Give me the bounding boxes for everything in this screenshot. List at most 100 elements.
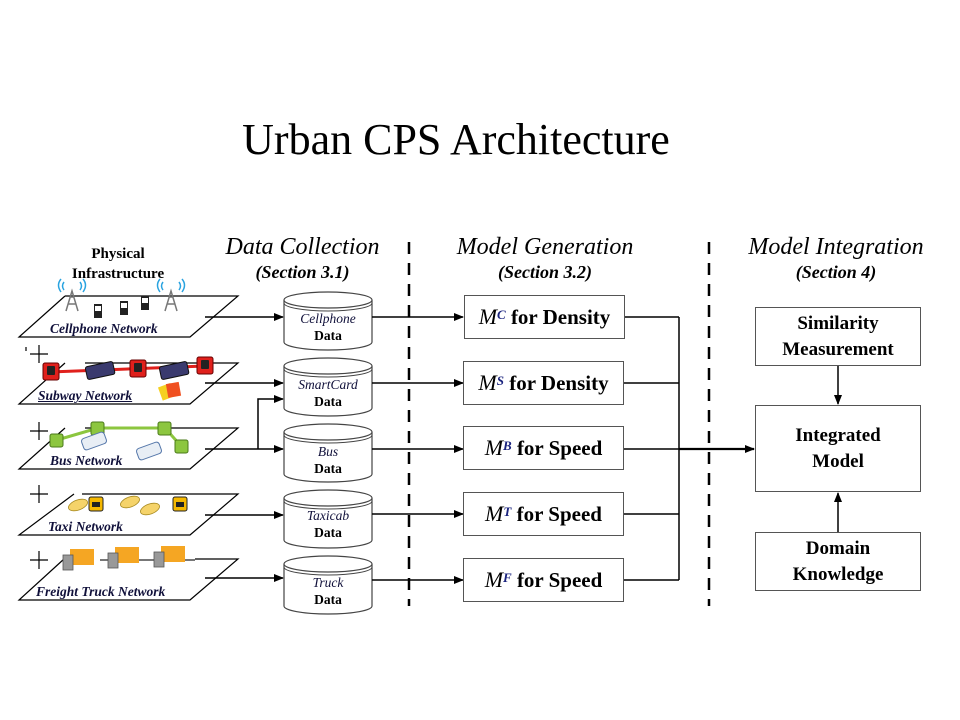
database-cylinder-icon [283, 555, 373, 615]
network-to-db-arrows [205, 313, 284, 582]
taxi-car-icon [68, 498, 88, 512]
section-model-integration-heading: Model Integration (Section 4) [722, 233, 950, 283]
section-subtitle: (Section 3.1) [255, 262, 350, 282]
cellphone-icon [141, 296, 149, 310]
db-suffix: Data [314, 328, 342, 343]
subway-station-icon [129, 359, 147, 378]
subway-station-icon [196, 356, 214, 375]
model-symbol: M [478, 370, 497, 395]
bus-stop-icon [174, 439, 189, 454]
model-label: for Speed [516, 501, 602, 526]
domain-knowledge-box: Domain Knowledge [755, 532, 921, 591]
network-label-taxi: Taxi Network [48, 519, 123, 534]
truck-network-plane [17, 558, 240, 601]
model-label: for Speed [516, 567, 603, 592]
cellphone-icon [120, 301, 128, 315]
model-superscript: F [503, 570, 512, 585]
box-line2: Measurement [782, 338, 894, 360]
box-line1: Domain [805, 537, 871, 559]
model-symbol: M [478, 304, 498, 329]
database-cylinder-icon [283, 357, 373, 417]
section-title: Data Collection [225, 234, 380, 260]
box-line1: Integrated [795, 424, 881, 446]
box-line1: Similarity [797, 312, 879, 334]
network-label-bus: Bus Network [50, 453, 123, 468]
model-label: for Speed [516, 435, 603, 460]
arrow-bus-to-smartcard-db [257, 395, 284, 449]
taxi-sign-icon [88, 496, 104, 512]
subway-train-icon [158, 361, 190, 380]
db-name: Taxicab [306, 508, 350, 523]
plus-icon [30, 345, 48, 363]
truck-icon [153, 546, 185, 568]
db-name: SmartCard [298, 377, 358, 392]
cell-tower-icon [57, 278, 87, 312]
integrated-model-box: Integrated Model [755, 405, 921, 492]
subway-train-icon [84, 361, 116, 380]
db-to-model-arrows [372, 313, 464, 584]
subway-station-icon [42, 362, 60, 381]
database-cylinder-icon [283, 489, 373, 549]
cellphone-icon [94, 304, 102, 318]
physical-infrastructure-heading: Physical Infrastructure [52, 244, 184, 284]
box-line2: Model [812, 450, 864, 472]
taxi-car-icon [140, 502, 160, 516]
model-symbol: M [484, 435, 504, 460]
taxi-sign-icon [172, 496, 188, 512]
model-symbol: M [485, 501, 504, 526]
bus-network-plane [17, 427, 240, 470]
bus-icon [81, 431, 107, 451]
taxi-network-plane [17, 493, 240, 536]
plus-icon [30, 485, 48, 503]
bus-stop-icon [49, 433, 64, 448]
similarity-measurement-box: Similarity Measurement [755, 307, 921, 366]
model-superscript: C [497, 307, 506, 322]
database-cylinder-icon [283, 291, 373, 351]
network-label-freight-truck: Freight Truck Network [36, 584, 166, 599]
database-bus: Bus Data [285, 443, 371, 477]
section-subtitle: (Section 3.2) [498, 262, 592, 282]
database-truck: Truck Data [285, 574, 371, 608]
section-subtitle: (Section 4) [795, 262, 877, 282]
db-suffix: Data [314, 592, 342, 607]
box-line2: Knowledge [792, 563, 884, 585]
section-title: Model Generation [456, 234, 634, 260]
model-symbol: M [484, 567, 504, 592]
model-superscript: T [503, 504, 512, 519]
db-name: Bus [317, 444, 339, 459]
smartcard-icon [157, 381, 182, 401]
plus-icon [30, 551, 48, 569]
database-cylinder-icon [283, 423, 373, 483]
section-model-generation-heading: Model Generation (Section 3.2) [430, 233, 660, 283]
physical-heading-line2: Infrastructure [71, 266, 165, 282]
truck-icon [107, 547, 139, 569]
model-label: for Density [510, 304, 611, 329]
database-cellphone: Cellphone Data [285, 310, 371, 344]
network-label-cellphone: Cellphone Network [50, 321, 158, 336]
model-label: for Density [509, 370, 609, 395]
model-to-integration-connector [624, 316, 755, 581]
plus-icon [30, 422, 48, 440]
db-suffix: Data [314, 461, 342, 476]
db-name: Truck [312, 575, 344, 590]
physical-heading-line1: Physical [91, 246, 145, 262]
db-suffix: Data [314, 394, 342, 409]
network-label-subway: Subway Network [38, 388, 133, 403]
taxi-car-icon [120, 495, 140, 509]
db-name: Cellphone [300, 311, 356, 326]
page-title: Urban CPS Architecture [242, 115, 670, 164]
model-superscript: B [503, 438, 512, 453]
truck-icon [62, 549, 94, 571]
cellphone-network-plane [17, 295, 240, 338]
database-taxicab: Taxicab Data [285, 507, 371, 541]
db-suffix: Data [314, 525, 342, 540]
model-superscript: S [496, 373, 504, 388]
section-data-collection-heading: Data Collection (Section 3.1) [205, 233, 400, 283]
database-smartcard: SmartCard Data [285, 376, 371, 410]
